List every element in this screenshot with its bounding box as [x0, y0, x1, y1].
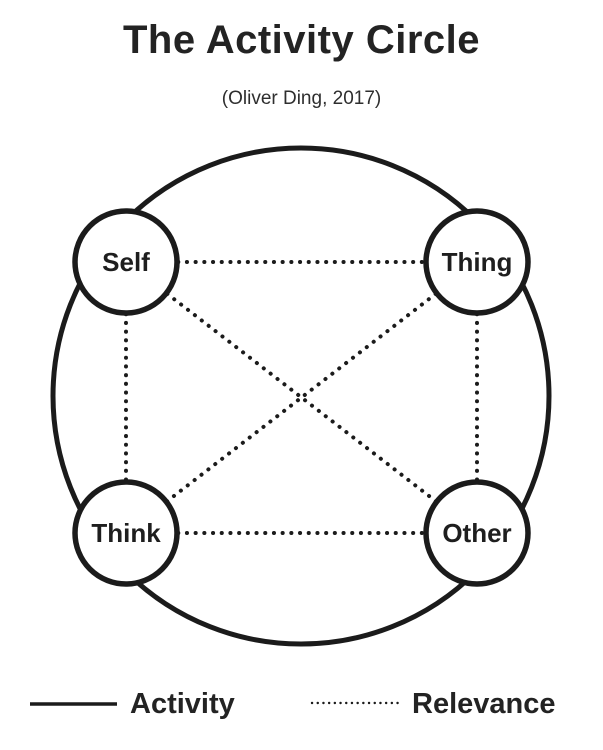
relevance-edge-self-other: [124, 260, 479, 535]
node-circle-thing: [423, 208, 531, 316]
node-label-other: Other: [442, 518, 511, 548]
node-circle-self: [72, 208, 180, 316]
node-circle-think: [72, 479, 180, 587]
page-subtitle: (Oliver Ding, 2017): [221, 88, 382, 109]
legend-activity-label: Activity: [130, 688, 235, 720]
page-title: The Activity Circle: [122, 18, 481, 62]
legend: Activity Relevance: [30, 688, 556, 720]
node-circle-other: [423, 479, 531, 587]
activity-circle-outline: [50, 145, 552, 647]
node-label-self: Self: [102, 247, 150, 277]
node-label-thing: Thing: [442, 247, 513, 277]
relevance-edge-thing-think: [124, 260, 479, 535]
node-label-think: Think: [91, 518, 161, 548]
legend-relevance-label: Relevance: [412, 688, 556, 720]
